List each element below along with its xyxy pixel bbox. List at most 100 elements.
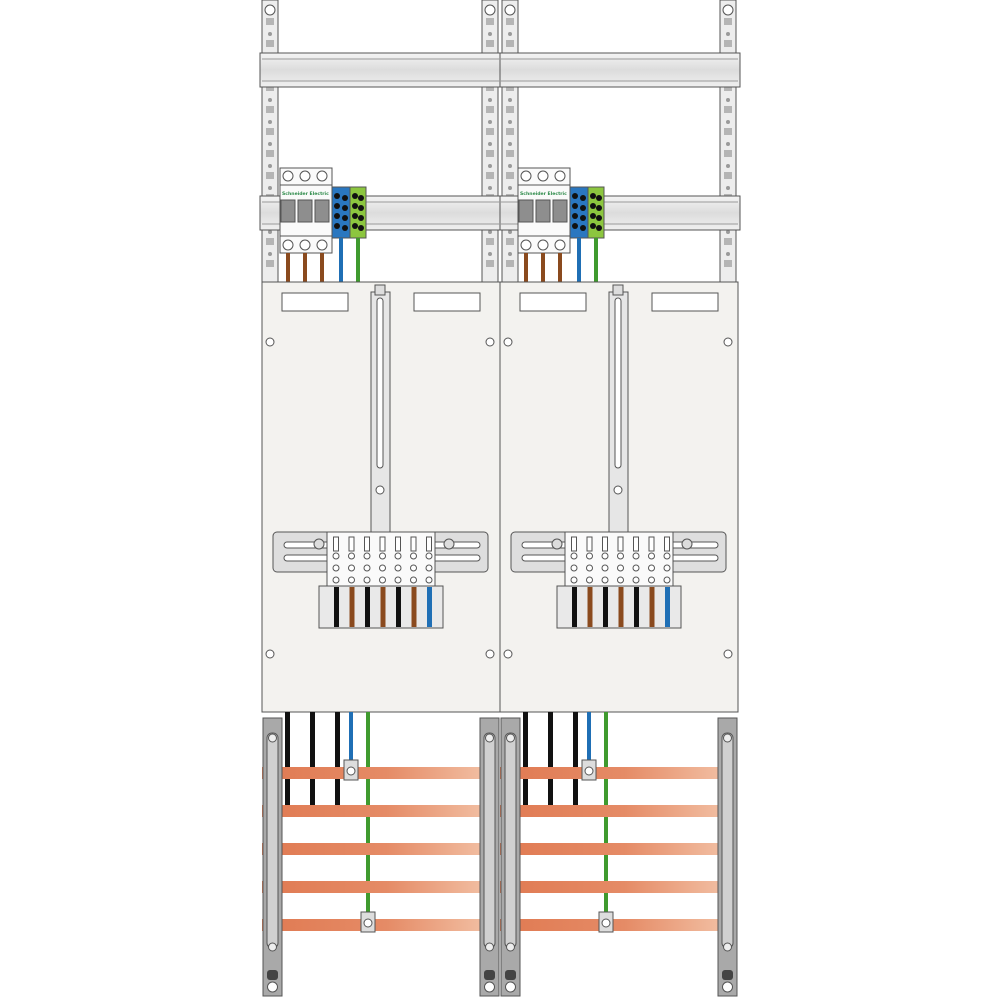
- screw-icon: [299, 170, 311, 182]
- rail-hole: [488, 164, 492, 168]
- rail-hole: [726, 142, 730, 146]
- earth-wire: [366, 712, 370, 925]
- screw-icon: [485, 733, 494, 743]
- rail-slot: [724, 238, 732, 245]
- feed-wire: [356, 238, 360, 282]
- rail-slot: [486, 128, 494, 135]
- rail-slot: [486, 40, 494, 47]
- bar-top: [374, 284, 386, 296]
- rail-slot: [506, 128, 514, 135]
- screw-icon: [268, 942, 277, 952]
- terminal-hole: [590, 223, 596, 229]
- screw-icon: [520, 239, 532, 251]
- support-slot: [483, 732, 496, 949]
- rail-hole: [488, 98, 492, 102]
- terminal-wire: [349, 587, 355, 627]
- rail-hole: [268, 164, 272, 168]
- rail-hole: [508, 164, 512, 168]
- terminal-clamp: [410, 536, 417, 552]
- terminal-hole: [590, 193, 596, 199]
- rail-slot: [724, 260, 732, 267]
- terminal-screw: [363, 564, 371, 572]
- screw-icon: [268, 733, 277, 743]
- breaker-toggle: [280, 199, 296, 223]
- mounting-hole: [485, 337, 495, 347]
- terminal-screw: [632, 576, 640, 584]
- screw-icon: [506, 733, 515, 743]
- rail-slot: [506, 18, 514, 25]
- screw-icon: [520, 170, 532, 182]
- terminal-hole: [580, 215, 586, 221]
- terminal-screw: [663, 576, 671, 584]
- screw-icon: [506, 942, 515, 952]
- rail-slot: [724, 40, 732, 47]
- rail-slot: [486, 260, 494, 267]
- terminal-screw: [379, 552, 386, 560]
- support-foot: [722, 970, 733, 980]
- screw-icon: [484, 4, 496, 16]
- feed-wire: [524, 253, 528, 282]
- screw-icon: [723, 942, 732, 952]
- terminal-hole: [572, 213, 578, 219]
- rail-hole: [726, 230, 730, 234]
- terminal-clamp: [648, 536, 655, 552]
- mounting-hole: [485, 649, 495, 659]
- rail-slot: [506, 238, 514, 245]
- rail-slot: [486, 238, 494, 245]
- feed-wire: [303, 253, 307, 282]
- terminal-wire: [618, 587, 624, 627]
- terminal-clamp: [602, 536, 608, 552]
- screw-icon: [346, 766, 356, 776]
- outgoing-wire: [523, 712, 528, 805]
- din-rail: [499, 52, 741, 88]
- terminal-hole: [596, 195, 602, 201]
- terminal-wire: [634, 587, 639, 627]
- terminal-hole: [572, 203, 578, 209]
- busbar: [262, 843, 488, 855]
- terminal-clamp: [333, 536, 339, 552]
- terminal-screw: [363, 576, 371, 584]
- rail-slot: [724, 106, 732, 113]
- rail-slot: [266, 150, 274, 157]
- terminal-screw: [663, 552, 671, 560]
- neutral-wire: [349, 712, 353, 770]
- screw-icon: [375, 485, 385, 495]
- screw-icon: [554, 170, 566, 182]
- rail-slot: [486, 150, 494, 157]
- rail-hole: [726, 32, 730, 36]
- mounting-hole: [723, 649, 733, 659]
- terminal-clamp: [426, 536, 432, 552]
- rail-hole: [268, 230, 272, 234]
- terminal-screw: [648, 576, 655, 584]
- rail-hole: [488, 32, 492, 36]
- terminal-wire: [365, 587, 370, 627]
- terminal-hole: [580, 205, 586, 211]
- feed-wire: [558, 253, 562, 282]
- rail-slot: [266, 40, 274, 47]
- screw-icon: [722, 981, 733, 993]
- screw-icon: [264, 4, 276, 16]
- busbar: [500, 767, 726, 779]
- terminal-hole: [342, 215, 348, 221]
- terminal-screw: [394, 564, 402, 572]
- busbar: [500, 805, 726, 817]
- rail-hole: [268, 142, 272, 146]
- terminal-screw: [332, 564, 340, 572]
- terminal-hole: [352, 223, 358, 229]
- screw-icon: [267, 981, 278, 993]
- terminal-hole: [590, 213, 596, 219]
- busbar: [500, 881, 726, 893]
- support-foot: [505, 970, 516, 980]
- terminal-clamp: [348, 536, 355, 552]
- terminal-hole: [352, 193, 358, 199]
- feed-wire: [339, 238, 343, 282]
- nut-icon: [313, 538, 325, 550]
- rail-slot: [506, 40, 514, 47]
- rail-hole: [508, 252, 512, 256]
- label-plate: [651, 292, 719, 312]
- din-rail: [259, 52, 501, 88]
- rail-slot: [506, 150, 514, 157]
- terminal-wire: [649, 587, 655, 627]
- brand-logo: Schneider Electric: [282, 191, 329, 197]
- terminal-wire: [380, 587, 386, 627]
